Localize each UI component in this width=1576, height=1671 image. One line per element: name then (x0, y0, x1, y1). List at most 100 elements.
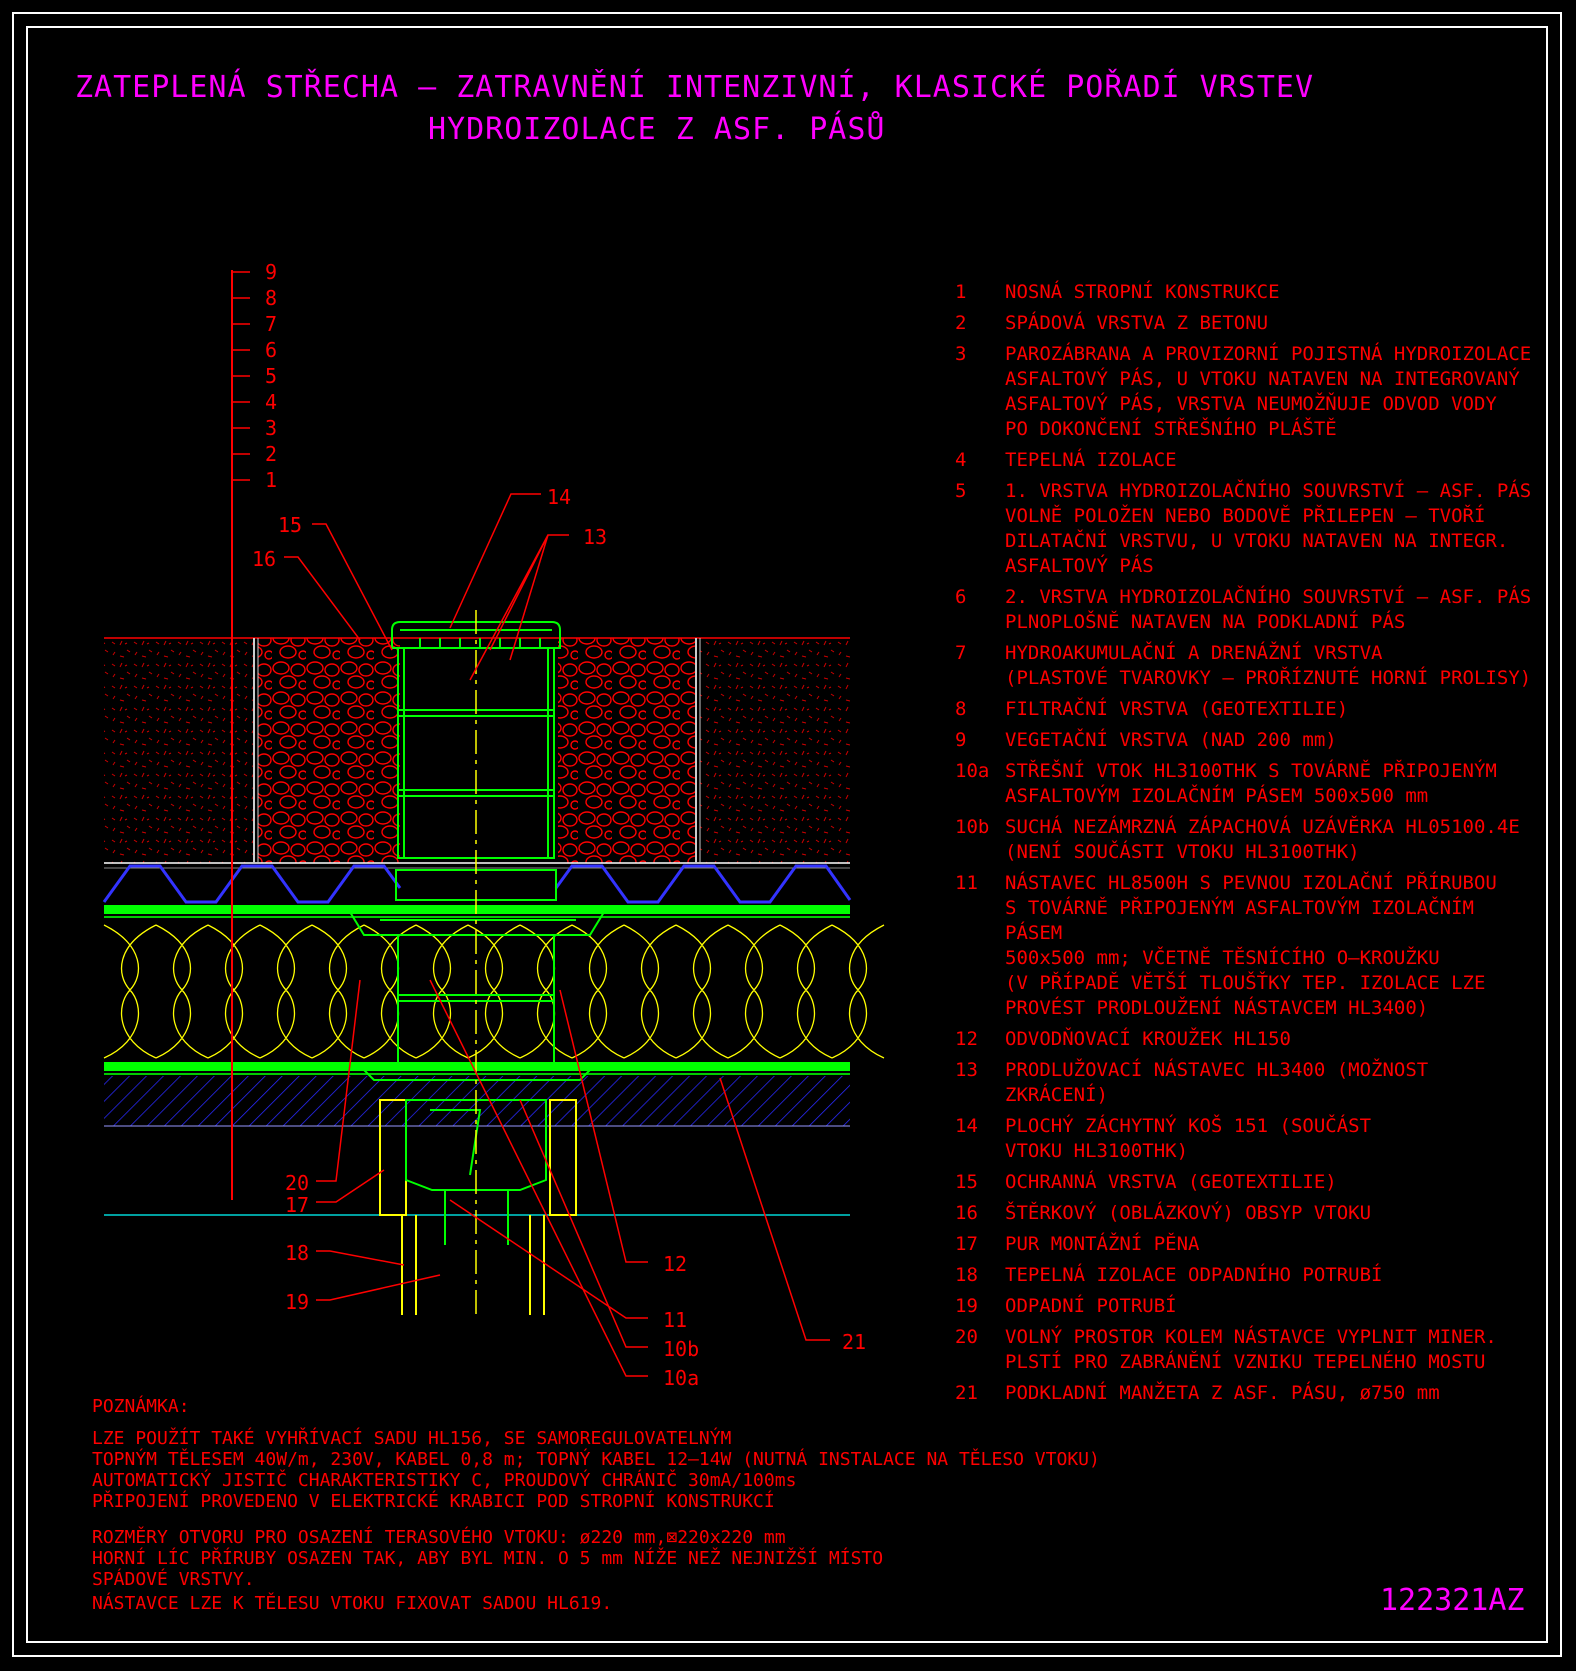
callout-18: 18 (285, 1241, 309, 1265)
waterproofing-top (104, 905, 850, 914)
drawing-code: 122321AZ (1380, 1583, 1525, 1618)
scale-label: 3 (265, 416, 277, 440)
legend-number: 5 (955, 480, 967, 502)
legend-text: 1. VRSTVA HYDROIZOLAČNÍHO SOUVRSTVÍ – AS… (1005, 480, 1532, 577)
legend-text: TEPELNÁ IZOLACE ODPADNÍHO POTRUBÍ (1005, 1264, 1383, 1286)
legend-text: TEPELNÁ IZOLACE (1005, 449, 1177, 471)
legend-item: 15 OCHRANNÁ VRSTVA (GEOTEXTILIE) (955, 1170, 1535, 1195)
legend-text: PUR MONTÁŽNÍ PĚNA (1005, 1233, 1200, 1255)
callout-13: 13 (583, 525, 607, 549)
legend-number: 4 (955, 449, 967, 471)
vegetation-layer-right (700, 638, 850, 863)
scale-label: 9 (265, 260, 277, 284)
legend-text: OCHRANNÁ VRSTVA (GEOTEXTILIE) (1005, 1171, 1337, 1193)
callout-12: 12 (663, 1252, 687, 1276)
legend-text: HYDROAKUMULAČNÍ A DRENÁŽNÍ VRSTVA (PLAST… (1005, 642, 1532, 689)
legend-number: 12 (955, 1028, 978, 1050)
callout-16: 16 (252, 547, 276, 571)
legend-item: 13 PRODLUŽOVACÍ NÁSTAVEC HL3400 (MOŽNOST … (955, 1058, 1535, 1108)
legend-item: 10b SUCHÁ NEZÁMRZNÁ ZÁPACHOVÁ UZÁVĚRKA HL… (955, 815, 1535, 865)
legend-number: 1 (955, 281, 967, 303)
legend-number: 3 (955, 343, 967, 365)
note-paragraph-3: NÁSTAVCE LZE K TĚLESU VTOKU FIXOVAT SADO… (92, 1593, 613, 1614)
legend-item: 17 PUR MONTÁŽNÍ PĚNA (955, 1232, 1535, 1257)
legend-text: ODPADNÍ POTRUBÍ (1005, 1295, 1177, 1317)
legend-text: NOSNÁ STROPNÍ KONSTRUKCE (1005, 281, 1280, 303)
scale-label: 5 (265, 364, 277, 388)
gravel-fill-right (558, 638, 696, 863)
legend-text: FILTRAČNÍ VRSTVA (GEOTEXTILIE) (1005, 698, 1349, 720)
callout-19: 19 (285, 1290, 309, 1314)
legend-number: 6 (955, 586, 967, 608)
legend-number: 17 (955, 1233, 978, 1255)
legend-number: 21 (955, 1382, 978, 1404)
legend-text: PAROZÁBRANA A PROVIZORNÍ POJISTNÁ HYDROI… (1005, 343, 1532, 440)
legend-item: 11 NÁSTAVEC HL8500H S PEVNOU IZOLAČNÍ PŘÍ… (955, 871, 1535, 1021)
legend-item: 3 PAROZÁBRANA A PROVIZORNÍ POJISTNÁ HYDRO… (955, 342, 1535, 442)
insulation-pattern (103, 924, 885, 1059)
leader-lines (284, 493, 830, 1377)
legend-item: 2 SPÁDOVÁ VRSTVA Z BETONU (955, 311, 1535, 336)
legend-text: PLOCHÝ ZÁCHYTNÝ KOŠ 151 (SOUČÁST VTOKU H… (1005, 1115, 1372, 1162)
legend-item: 16 ŠTĚRKOVÝ (OBLÁZKOVÝ) OBSYP VTOKU (955, 1201, 1535, 1226)
legend-item: 5 1. VRSTVA HYDROIZOLAČNÍHO SOUVRSTVÍ – A… (955, 479, 1535, 579)
legend-number: 9 (955, 729, 967, 751)
legend-text: SUCHÁ NEZÁMRZNÁ ZÁPACHOVÁ UZÁVĚRKA HL051… (1005, 816, 1520, 863)
legend-number: 16 (955, 1202, 978, 1224)
legend-item: 1 NOSNÁ STROPNÍ KONSTRUKCE (955, 280, 1535, 305)
callout-10a: 10a (663, 1366, 699, 1390)
legend-number: 11 (955, 872, 978, 894)
legend-text: ŠTĚRKOVÝ (OBLÁZKOVÝ) OBSYP VTOKU (1005, 1202, 1372, 1224)
legend-number: 18 (955, 1264, 978, 1286)
title-line-1: ZATEPLENÁ STŘECHA – ZATRAVNĚNÍ INTENZIVN… (75, 70, 1314, 105)
outer-border (12, 12, 1562, 1657)
legend-text: SPÁDOVÁ VRSTVA Z BETONU (1005, 312, 1269, 334)
legend-number: 14 (955, 1115, 978, 1137)
pur-foam-right (549, 1099, 577, 1216)
legend-text: PRODLUŽOVACÍ NÁSTAVEC HL3400 (MOŽNOST ZK… (1005, 1059, 1429, 1106)
legend-number: 13 (955, 1059, 978, 1081)
callout-10b: 10b (663, 1337, 699, 1361)
drainage-board (102, 864, 852, 904)
callout-20: 20 (285, 1171, 309, 1195)
scale-label: 1 (265, 468, 277, 492)
note-paragraph-2: ROZMĚRY OTVORU PRO OSAZENÍ TERASOVÉHO VT… (92, 1527, 884, 1590)
scale-label: 4 (265, 390, 277, 414)
legend-item: 7 HYDROAKUMULAČNÍ A DRENÁŽNÍ VRSTVA (PLAS… (955, 641, 1535, 691)
scale-label: 6 (265, 338, 277, 362)
legend-text: PODKLADNÍ MANŽETA Z ASF. PÁSU, ø750 mm (1005, 1382, 1440, 1404)
waste-pipe (401, 1215, 545, 1315)
callout-14: 14 (547, 485, 571, 509)
legend-text: NÁSTAVEC HL8500H S PEVNOU IZOLAČNÍ PŘÍRU… (1005, 872, 1497, 1019)
legend-number: 8 (955, 698, 967, 720)
legend-item: 6 2. VRSTVA HYDROIZOLAČNÍHO SOUVRSTVÍ – A… (955, 585, 1535, 635)
gravel-fill-left (258, 638, 400, 863)
legend-text: STŘEŠNÍ VTOK HL3100THK S TOVÁRNĚ PŘIPOJE… (1005, 760, 1497, 807)
scale-label: 8 (265, 286, 277, 310)
callout-15: 15 (278, 513, 302, 537)
legend-item: 14 PLOCHÝ ZÁCHYTNÝ KOŠ 151 (SOUČÁST VTOKU… (955, 1114, 1535, 1164)
legend-number: 2 (955, 312, 967, 334)
thermal-insulation (104, 920, 850, 1060)
legend-number: 15 (955, 1171, 978, 1193)
legend-text: VOLNÝ PROSTOR KOLEM NÁSTAVCE VYPLNIT MIN… (1005, 1326, 1497, 1373)
legend-item: 18 TEPELNÁ IZOLACE ODPADNÍHO POTRUBÍ (955, 1263, 1535, 1288)
legend-number: 7 (955, 642, 967, 664)
note-paragraph-1: LZE POUŽÍT TAKÉ VYHŘÍVACÍ SADU HL156, SE… (92, 1428, 1100, 1512)
legend-text: 2. VRSTVA HYDROIZOLAČNÍHO SOUVRSTVÍ – AS… (1005, 586, 1532, 633)
legend-item: 9 VEGETAČNÍ VRSTVA (NAD 200 mm) (955, 728, 1535, 753)
legend-number: 10b (955, 816, 990, 838)
legend: 1 NOSNÁ STROPNÍ KONSTRUKCE 2 SPÁDOVÁ VRSTVA… (955, 280, 1535, 1412)
callout-11: 11 (663, 1308, 687, 1332)
note-heading: POZNÁMKA: (92, 1396, 190, 1417)
scale-label: 2 (265, 442, 277, 466)
legend-text: VEGETAČNÍ VRSTVA (NAD 200 mm) (1005, 729, 1337, 751)
legend-item: 4 TEPELNÁ IZOLACE (955, 448, 1535, 473)
callout-21: 21 (842, 1330, 866, 1354)
